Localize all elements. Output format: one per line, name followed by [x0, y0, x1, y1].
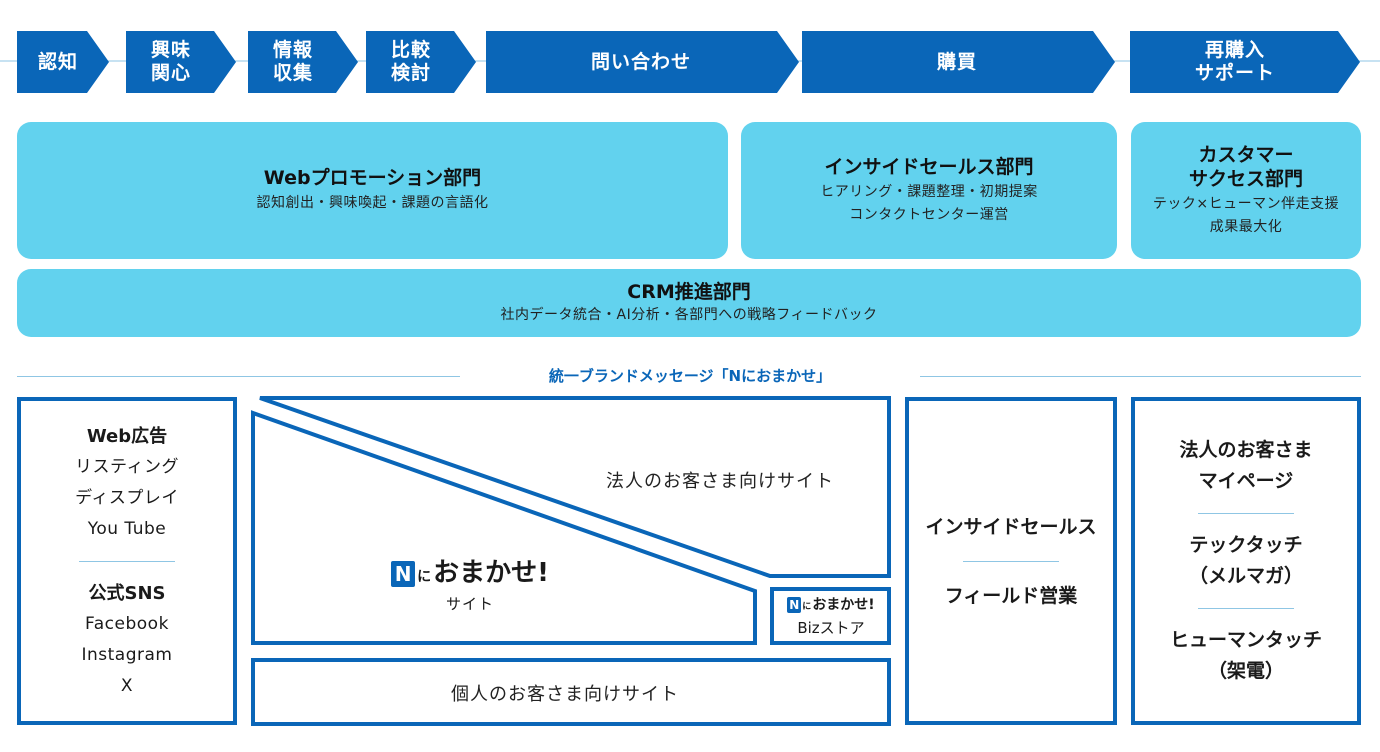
divider: [963, 560, 1059, 562]
sales-box: インサイドセールス フィールド営業: [905, 397, 1117, 725]
biz-store-logo: N に おまかせ!: [776, 594, 886, 614]
stage-repurchase-support: 再購入 サポート: [1194, 39, 1275, 84]
main-site-sub: サイト: [445, 595, 494, 613]
divider: [1198, 513, 1294, 514]
customer-journey-stages: 認知 興味 関心 情報 収集 比較 検討 問い合わせ 購買 再購入 サポート: [0, 0, 1380, 100]
customer-success-desc: テック×ヒューマン伴走支援 成果最大化: [1152, 195, 1340, 235]
stage-chevron-4: [486, 31, 799, 93]
stage-chevron-6: [1130, 31, 1360, 93]
customer-success-title: カスタマー サクセス部門: [1188, 143, 1303, 190]
logo-omakase: おまかせ!: [812, 597, 875, 613]
individual-site-label: 個人のお客さま向けサイト: [451, 684, 679, 705]
channels-box: Web広告 リスティング ディスプレイ You Tube 公式SNS Faceb…: [17, 397, 237, 725]
sns-item: Facebook: [85, 613, 169, 634]
stage-chevron-5: [802, 31, 1115, 93]
stage-awareness: 認知: [37, 50, 78, 73]
stage-chevron-1: [126, 31, 236, 93]
logo-omakase: おまかせ!: [433, 558, 549, 588]
mypage-label: 法人のお客さま マイページ: [1179, 439, 1313, 492]
web-ads-item: ディスプレイ: [75, 487, 179, 508]
web-promotion-title: Webプロモーション部門: [263, 167, 482, 189]
logo-ni: に: [802, 602, 812, 612]
brand-rule-left: [17, 376, 527, 377]
logo-ni: に: [417, 569, 432, 585]
humantouch-label: ヒューマンタッチ （架電）: [1169, 629, 1322, 682]
crm-desc: 社内データ統合・AI分析・各部門への戦略フィードバック: [500, 306, 878, 323]
stage-interest: 興味 関心: [150, 39, 191, 84]
biz-store-block: N に おまかせ! Bizストア: [776, 594, 886, 638]
web-ads-item: リスティング: [75, 456, 179, 477]
web-ads-item: You Tube: [87, 518, 167, 539]
web-ads-title: Web広告: [86, 425, 168, 447]
n-logo-mark: N: [391, 561, 416, 587]
inside-sales-department: インサイドセールス部門 ヒアリング・課題整理・初期提案 コンタクトセンター運営: [741, 122, 1117, 259]
stage-inquiry: 問い合わせ: [590, 50, 691, 73]
corporate-site-label: 法人のお客さま向けサイト: [606, 471, 834, 492]
stage-comparison: 比較 検討: [390, 39, 431, 84]
divider: [79, 560, 175, 562]
brand-message: 統一ブランドメッセージ「Nにおまかせ」: [460, 366, 920, 386]
sns-item: X: [120, 675, 134, 696]
stage-chevrons: [0, 31, 1380, 93]
main-site-logo: N に おまかせ!: [360, 552, 580, 589]
techtouch-label: テックタッチ （メルマガ）: [1188, 534, 1303, 587]
inside-sales-title: インサイドセールス部門: [824, 155, 1034, 178]
divider: [1198, 608, 1294, 609]
main-site-logo-block: N に おまかせ! サイト: [360, 552, 580, 614]
n-logo-mark: N: [787, 597, 802, 613]
sns-item: Instagram: [81, 644, 173, 665]
stage-information-gathering: 情報 収集: [272, 39, 313, 84]
inside-sales-desc: ヒアリング・課題整理・初期提案 コンタクトセンター運営: [820, 183, 1038, 223]
web-promotion-department: Webプロモーション部門 認知創出・興味喚起・課題の言語化: [17, 122, 728, 259]
stage-purchase: 購買: [936, 50, 977, 73]
inside-sales-label: インサイドセールス: [925, 515, 1097, 538]
brand-rule-right: [853, 376, 1361, 377]
stage-chevron-3: [366, 31, 476, 93]
crm-department: CRM推進部門 社内データ統合・AI分析・各部門への戦略フィードバック: [17, 269, 1361, 337]
customer-success-department: カスタマー サクセス部門 テック×ヒューマン伴走支援 成果最大化: [1131, 122, 1361, 259]
biz-store-sub: Bizストア: [797, 619, 865, 637]
sns-title: 公式SNS: [88, 582, 166, 604]
stage-chevron-2: [248, 31, 358, 93]
support-box: 法人のお客さま マイページ テックタッチ （メルマガ） ヒューマンタッチ （架電…: [1131, 397, 1361, 725]
web-promotion-desc: 認知創出・興味喚起・課題の言語化: [256, 195, 489, 211]
field-sales-label: フィールド営業: [944, 584, 1078, 607]
crm-title: CRM推進部門: [627, 280, 751, 303]
stage-chevron-0: [17, 31, 109, 93]
